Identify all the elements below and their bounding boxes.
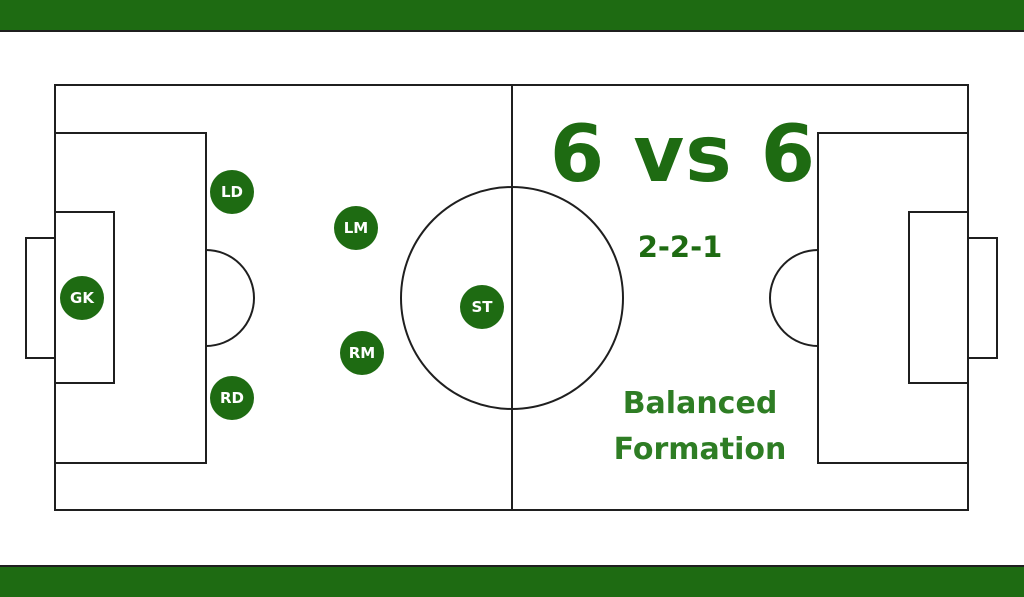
formation-label: 2-2-1 xyxy=(637,230,723,264)
description-line-2: Formation xyxy=(613,432,787,467)
player-ld: LD xyxy=(210,170,254,214)
player-lm-label: LM xyxy=(343,219,369,237)
player-st: ST xyxy=(460,285,504,329)
bottom-divider xyxy=(0,565,1024,567)
right-goal-area xyxy=(908,211,969,384)
player-lm: LM xyxy=(334,206,378,250)
left-penalty-arc xyxy=(205,249,255,347)
right-penalty-box xyxy=(817,132,969,464)
bottom-green-band xyxy=(0,567,1024,597)
player-gk-label: GK xyxy=(70,289,94,307)
formation-description: Balanced Formation xyxy=(614,381,787,473)
player-rm-label: RM xyxy=(348,344,376,362)
center-circle xyxy=(400,186,624,410)
player-rm: RM xyxy=(340,331,384,375)
player-rd: RD xyxy=(210,376,254,420)
player-gk: GK xyxy=(60,276,104,320)
page-title: 6 vs 6 xyxy=(549,110,817,200)
left-goal xyxy=(25,237,56,359)
right-penalty-arc xyxy=(769,249,819,347)
description-line-1: Balanced xyxy=(622,386,778,421)
top-divider xyxy=(0,30,1024,32)
player-rd-label: RD xyxy=(219,389,244,407)
top-green-band xyxy=(0,0,1024,30)
right-goal xyxy=(967,237,998,359)
player-ld-label: LD xyxy=(220,183,243,201)
player-st-label: ST xyxy=(471,298,493,316)
